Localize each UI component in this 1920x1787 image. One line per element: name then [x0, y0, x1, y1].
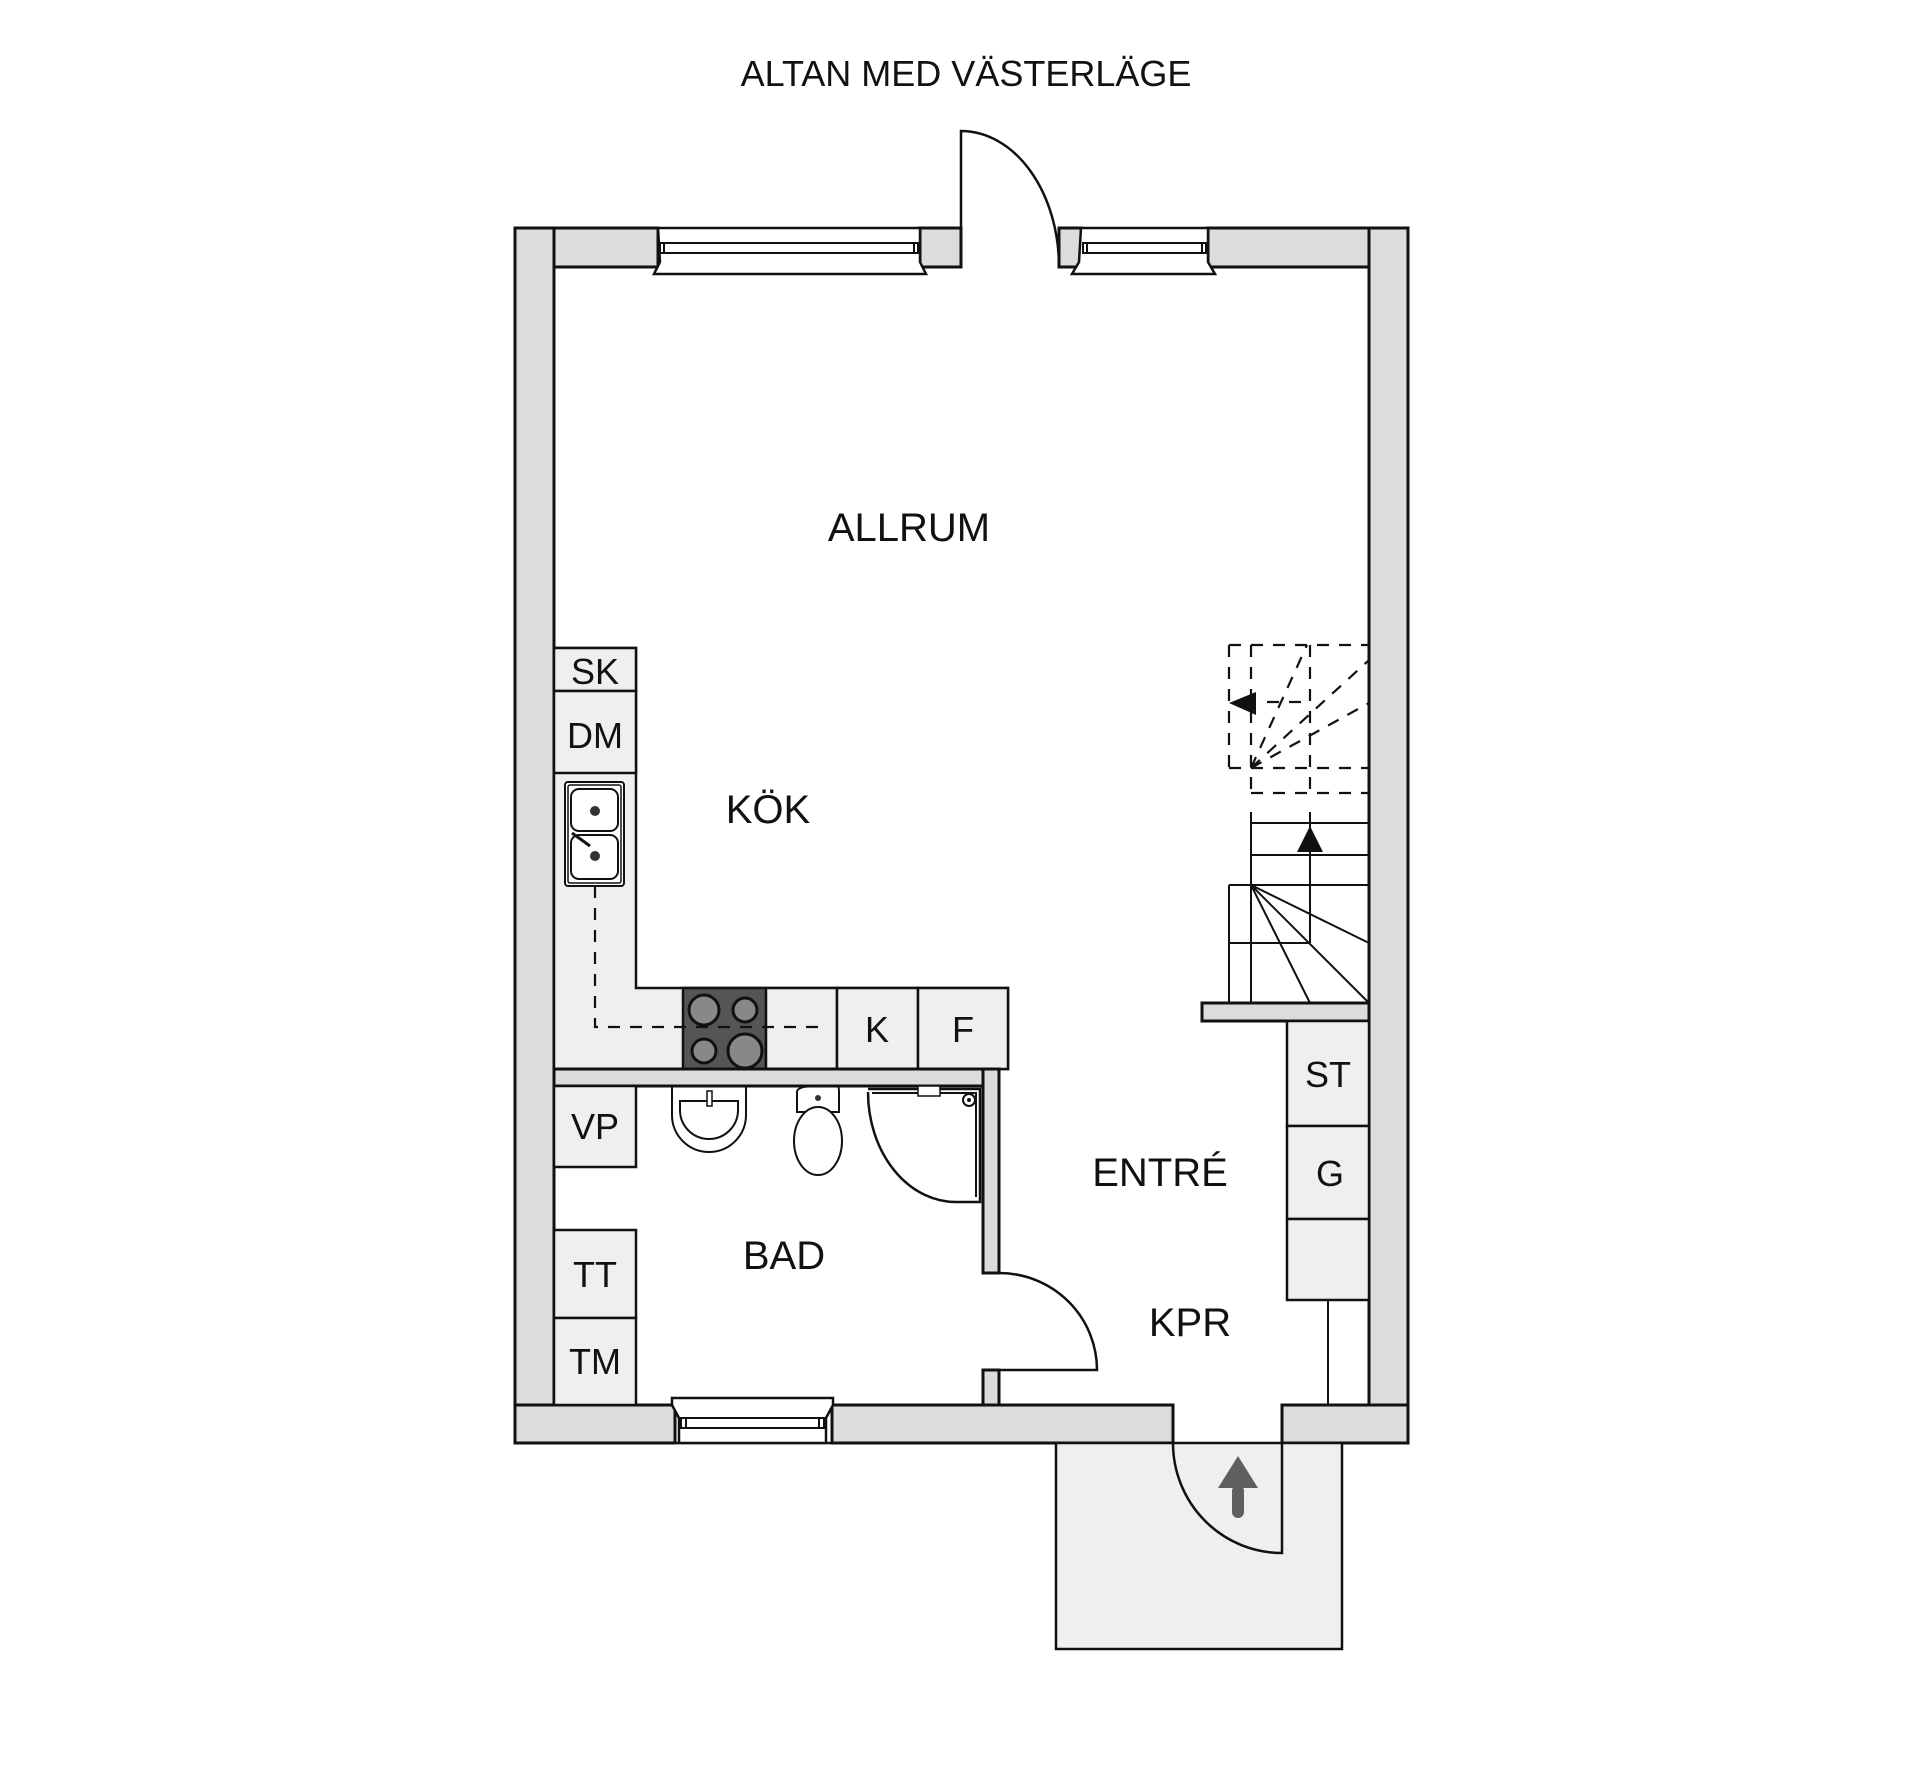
label-vp: VP [571, 1106, 619, 1147]
shower-icon [866, 1085, 982, 1204]
room-labels: ALLRUM KÖK BAD ENTRÉ KPR [726, 506, 1231, 1345]
room-label-kok: KÖK [726, 788, 811, 832]
toilet-icon [793, 1085, 843, 1176]
room-label-allrum: ALLRUM [828, 506, 990, 550]
label-tm: TM [569, 1341, 621, 1382]
stove-burners [687, 993, 764, 1070]
outer-walls [513, 226, 1410, 1445]
room-label-entre: ENTRÉ [1092, 1150, 1228, 1195]
label-sk: SK [571, 651, 619, 692]
plan-title: ALTAN MED VÄSTERLÄGE [741, 53, 1192, 94]
entrance-arrow-icon [1218, 1456, 1258, 1518]
bathroom-fixtures [552, 1084, 982, 1407]
label-k: K [865, 1009, 889, 1050]
window-bottom-bath [670, 1396, 835, 1445]
label-g: G [1316, 1153, 1344, 1194]
entrance-porch[interactable] [1054, 1441, 1344, 1651]
label-dm: DM [567, 715, 623, 756]
room-label-bad: BAD [743, 1234, 825, 1278]
label-f: F [952, 1009, 974, 1050]
room-label-kpr: KPR [1149, 1301, 1231, 1345]
label-st: ST [1305, 1054, 1351, 1095]
washbasin-icon [671, 1086, 747, 1153]
interior-walls [552, 1001, 1371, 1407]
fixture-labels: SK DM K F VP TT TM ST G [567, 651, 1351, 1382]
kitchen-counter [552, 646, 1010, 1071]
double-sink-icon [564, 781, 625, 887]
bathroom-door[interactable] [998, 1271, 1099, 1372]
window-top-left [651, 226, 929, 276]
stairs-icon [1227, 643, 1370, 1004]
entry-closets [1285, 1019, 1371, 1405]
label-tt: TT [573, 1254, 617, 1295]
balcony-door[interactable] [959, 129, 1061, 268]
window-top-right [1069, 226, 1218, 276]
